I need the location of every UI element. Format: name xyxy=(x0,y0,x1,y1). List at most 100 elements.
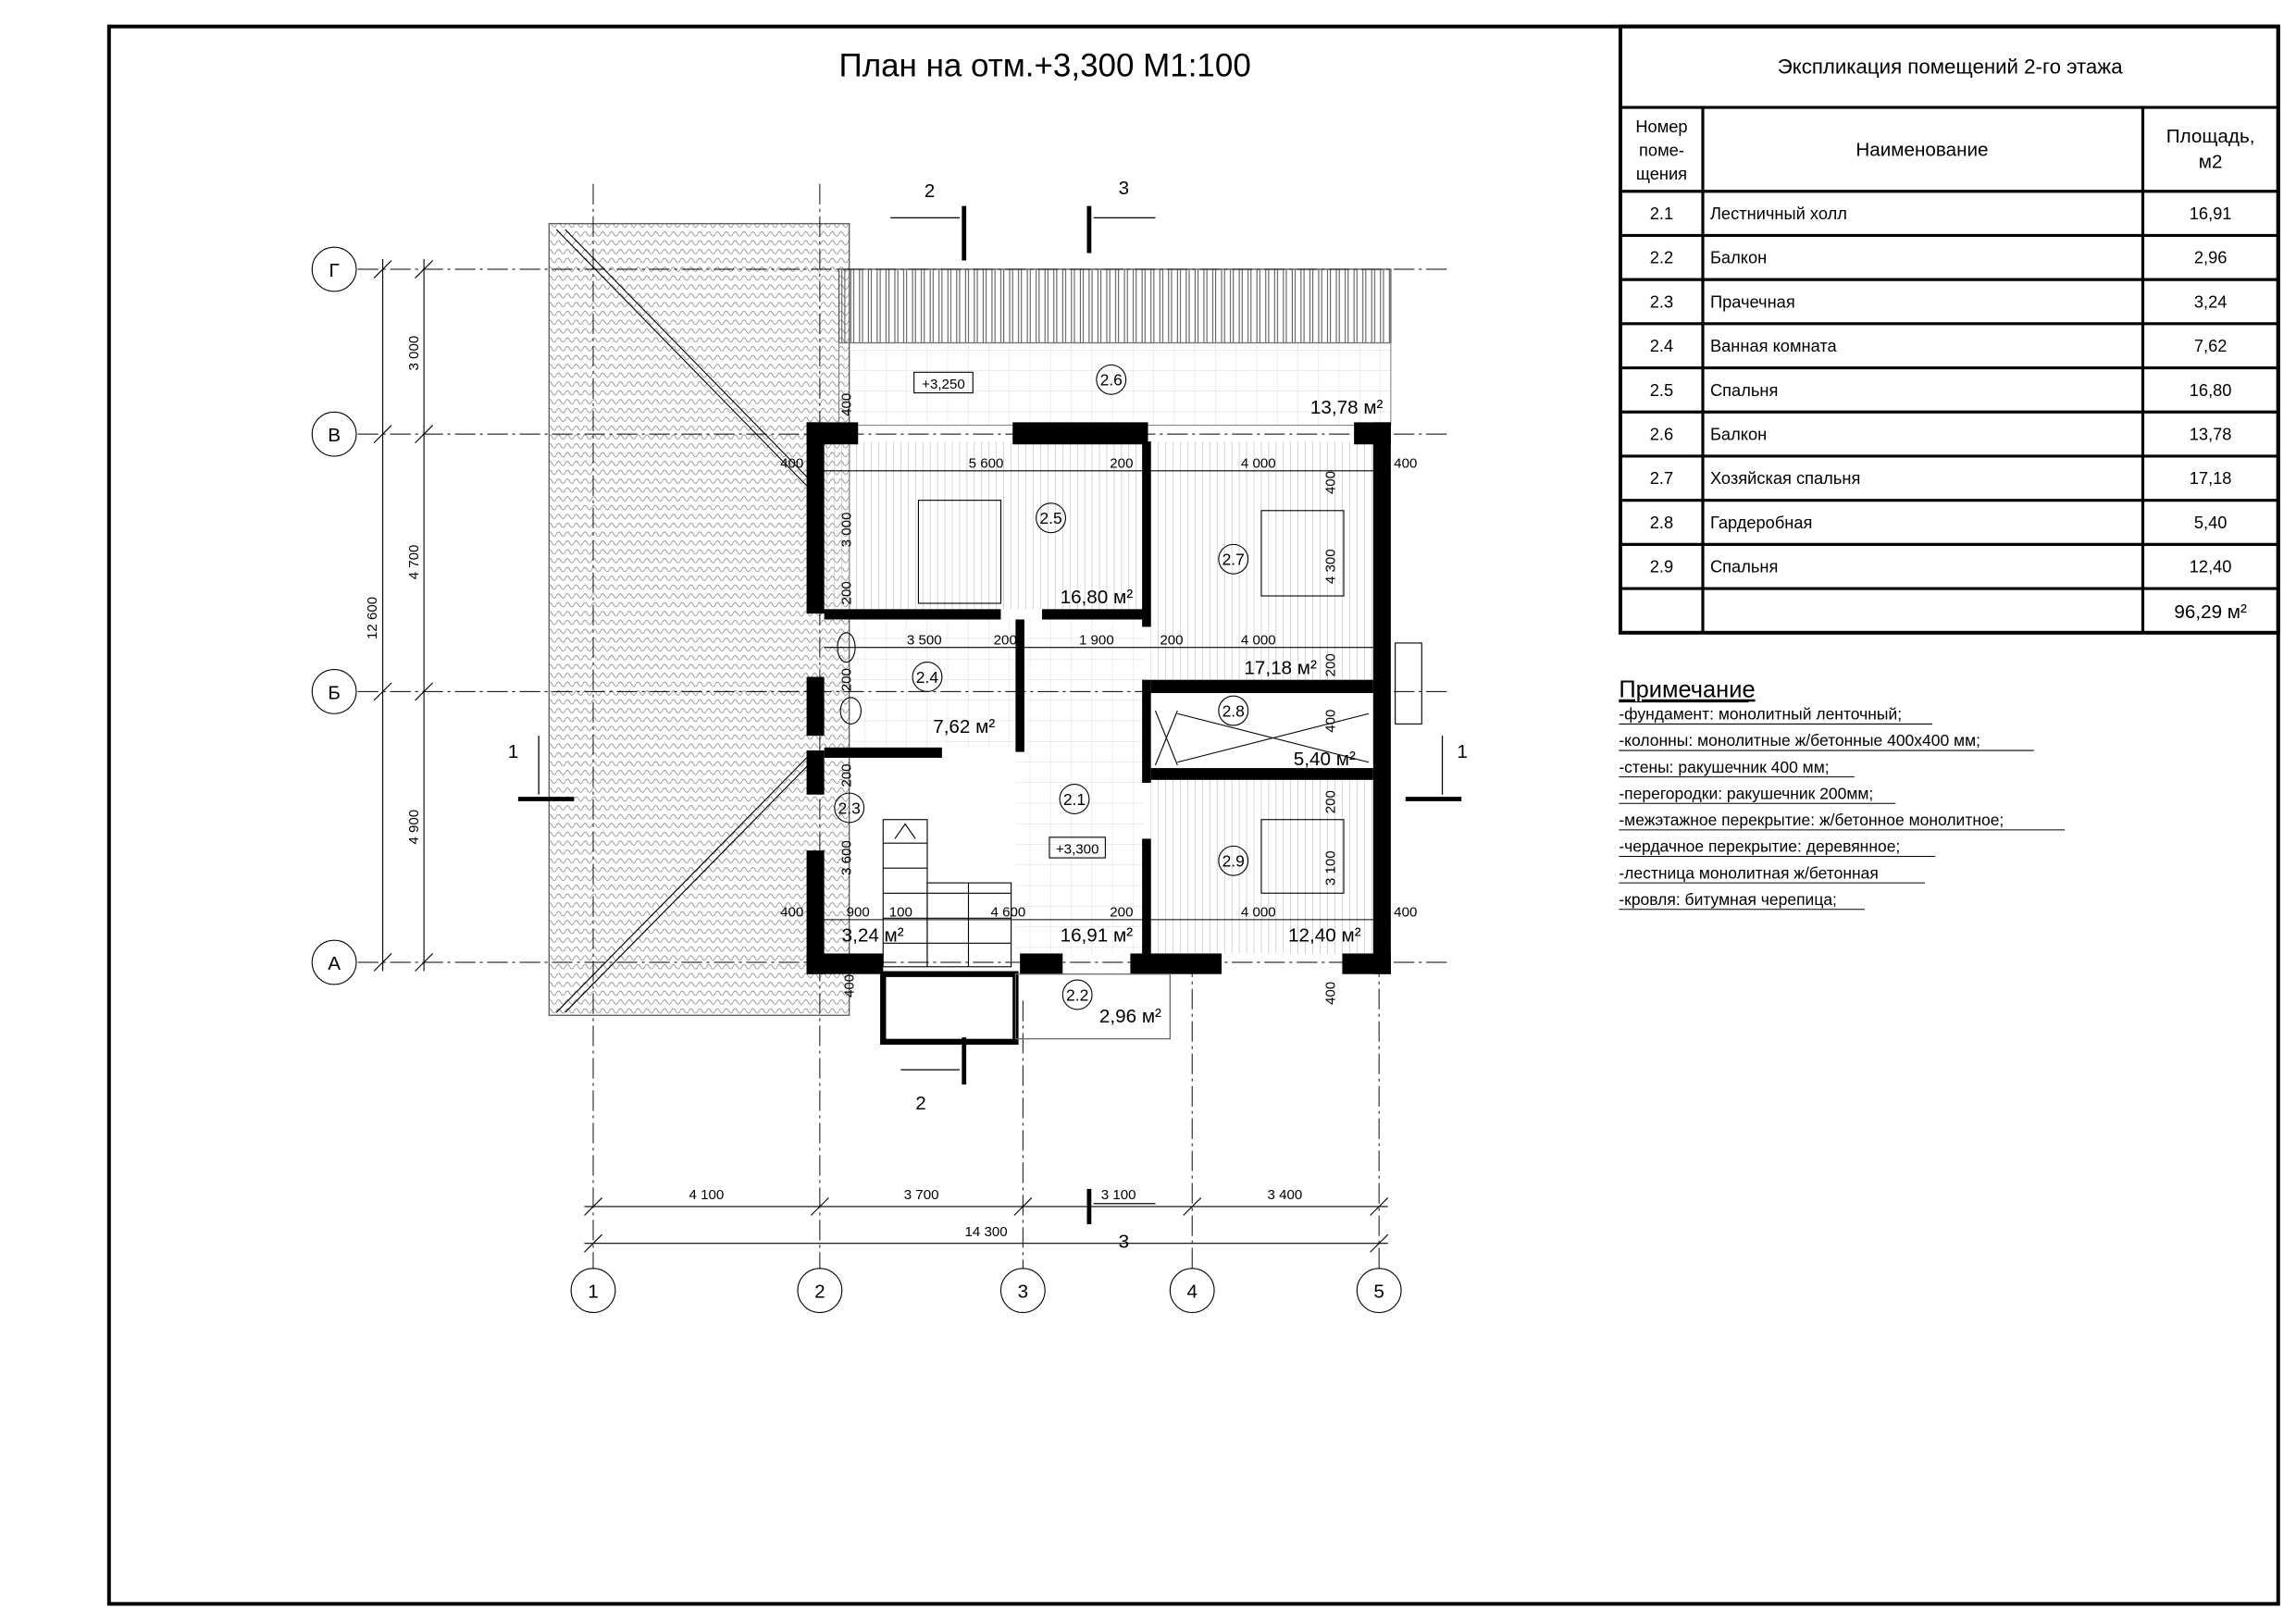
svg-text:400: 400 xyxy=(1322,710,1338,733)
svg-text:13,78: 13,78 xyxy=(2190,424,2232,443)
svg-text:2,96: 2,96 xyxy=(2194,248,2228,267)
toilet-icon xyxy=(839,697,862,725)
svg-text:Спальня: Спальня xyxy=(1710,380,1778,400)
svg-text:400: 400 xyxy=(1394,456,1417,472)
svg-text:2.5: 2.5 xyxy=(1650,380,1673,400)
svg-text:4 100: 4 100 xyxy=(689,1187,725,1203)
svg-text:Прачечная: Прачечная xyxy=(1710,291,1795,311)
svg-text:2.2: 2.2 xyxy=(1066,985,1088,1004)
staircase xyxy=(882,819,1012,968)
svg-text:14 300: 14 300 xyxy=(964,1224,1007,1240)
left-dimensions: 3 000 4 700 4 900 12 600 xyxy=(365,258,434,972)
balcony-railing xyxy=(838,268,1392,344)
svg-text:200: 200 xyxy=(1322,653,1338,676)
svg-text:12,40 м²: 12,40 м² xyxy=(1288,925,1361,947)
svg-text:3 500: 3 500 xyxy=(907,633,942,649)
svg-text:-кровля: битумная черепица;: -кровля: битумная черепица; xyxy=(1619,890,1837,909)
svg-text:2.5: 2.5 xyxy=(1039,509,1061,527)
svg-text:Экспликация помещений 2-го эта: Экспликация помещений 2-го этажа xyxy=(1778,56,2123,79)
svg-text:-колонны: монолитные ж/бетонны: -колонны: монолитные ж/бетонные 400х400 … xyxy=(1619,731,1980,750)
svg-text:-стены: ракушечник 400 мм;: -стены: ракушечник 400 мм; xyxy=(1619,758,1829,776)
svg-text:16,80 м²: 16,80 м² xyxy=(1061,587,1134,608)
svg-text:-чердачное перекрытие: деревян: -чердачное перекрытие: деревянное; xyxy=(1619,837,1900,856)
svg-text:Спальня: Спальня xyxy=(1710,557,1778,576)
svg-text:200: 200 xyxy=(1160,633,1183,649)
svg-text:2.9: 2.9 xyxy=(1650,557,1673,576)
interior-dimensions: 5 600 200 4 000 400 400 3 500 200 1 900 … xyxy=(780,393,1417,1005)
svg-text:2.9: 2.9 xyxy=(1222,852,1245,871)
svg-text:Лестничный холл: Лестничный холл xyxy=(1710,204,1847,223)
svg-text:Площадь,: Площадь, xyxy=(2166,126,2255,147)
svg-text:200: 200 xyxy=(838,581,854,604)
svg-text:3 100: 3 100 xyxy=(1101,1187,1136,1203)
svg-text:2.2: 2.2 xyxy=(1650,248,1673,267)
svg-text:А: А xyxy=(328,953,341,974)
svg-text:3 000: 3 000 xyxy=(838,513,854,548)
svg-text:400: 400 xyxy=(780,456,803,472)
svg-text:4 300: 4 300 xyxy=(1322,549,1338,584)
svg-text:Номер: Номер xyxy=(1635,117,1687,136)
svg-text:100: 100 xyxy=(889,905,912,921)
svg-text:4: 4 xyxy=(1186,1282,1198,1303)
room-schedule-table: Экспликация помещений 2-го этажа Номер п… xyxy=(1618,24,2280,635)
svg-text:200: 200 xyxy=(1110,456,1133,472)
svg-text:4 000: 4 000 xyxy=(1241,905,1276,921)
svg-text:2,96 м²: 2,96 м² xyxy=(1099,1006,1161,1027)
bed-icon xyxy=(917,500,1002,604)
svg-text:2.6: 2.6 xyxy=(1100,371,1123,390)
svg-text:Балкон: Балкон xyxy=(1710,248,1767,267)
floor-plan xyxy=(357,183,1450,1269)
svg-text:3,24: 3,24 xyxy=(2194,291,2228,311)
svg-text:4 700: 4 700 xyxy=(406,545,422,580)
bottom-dimensions: 4 100 3 700 3 100 3 400 14 300 xyxy=(584,1187,1389,1253)
svg-text:2.8: 2.8 xyxy=(1222,701,1245,720)
column-axis-markers: 1 2 3 4 5 xyxy=(570,1268,1402,1314)
svg-text:2.7: 2.7 xyxy=(1650,468,1673,488)
svg-text:В: В xyxy=(328,425,341,446)
section-markers: 2 3 1 1 2 3 xyxy=(508,178,1468,1253)
svg-text:200: 200 xyxy=(994,633,1017,649)
table-row: 2.3 Прачечная 3,24 xyxy=(1650,291,2228,311)
table-row: 2.5 Спальня 16,80 xyxy=(1650,380,2232,400)
svg-text:17,18 м²: 17,18 м² xyxy=(1244,657,1317,678)
drawing-title: План на отм.+3,300 М1:100 xyxy=(839,48,1251,84)
svg-text:400: 400 xyxy=(1322,982,1338,1005)
svg-text:1: 1 xyxy=(588,1282,599,1303)
svg-text:3: 3 xyxy=(1119,1231,1130,1252)
svg-text:16,80: 16,80 xyxy=(2190,380,2232,400)
svg-text:1 900: 1 900 xyxy=(1079,633,1114,649)
walls xyxy=(806,422,1391,1046)
sheet-frame xyxy=(106,24,2280,1606)
svg-text:3 700: 3 700 xyxy=(904,1187,939,1203)
table-row: 2.2 Балкон 2,96 xyxy=(1650,248,2228,267)
svg-text:2.3: 2.3 xyxy=(1650,291,1673,311)
svg-text:7,62: 7,62 xyxy=(2194,336,2228,355)
row-axis-markers: Г В Б А xyxy=(311,246,357,985)
svg-text:3: 3 xyxy=(1119,178,1130,199)
bed-icon xyxy=(1260,510,1345,597)
svg-text:2.4: 2.4 xyxy=(1650,336,1673,355)
svg-text:400: 400 xyxy=(1322,471,1338,494)
svg-text:2.3: 2.3 xyxy=(838,799,861,817)
svg-text:400: 400 xyxy=(838,393,854,416)
svg-text:16,91: 16,91 xyxy=(2190,204,2232,223)
svg-text:3 100: 3 100 xyxy=(1322,850,1338,886)
svg-text:м2: м2 xyxy=(2199,151,2223,172)
roof-hatch xyxy=(548,223,850,1016)
svg-text:2.6: 2.6 xyxy=(1650,424,1673,443)
svg-text:Ванная комната: Ванная комната xyxy=(1710,336,1838,355)
svg-text:Хозяйская спальня: Хозяйская спальня xyxy=(1710,468,1860,488)
svg-text:5,40: 5,40 xyxy=(2194,513,2228,532)
svg-text:200: 200 xyxy=(838,763,854,787)
level-mark-balcony: +3,250 xyxy=(922,377,965,392)
level-mark-floor: +3,300 xyxy=(1056,841,1099,857)
svg-text:2: 2 xyxy=(814,1282,825,1303)
svg-text:2.4: 2.4 xyxy=(916,668,939,687)
svg-text:3 400: 3 400 xyxy=(1267,1187,1302,1203)
room-markers: 2.1 16,91 м² 2.2 2,96 м² 2.3 3,24 м² 2.4… xyxy=(834,364,1384,1027)
svg-text:1: 1 xyxy=(508,741,519,762)
svg-text:3 600: 3 600 xyxy=(838,840,854,875)
